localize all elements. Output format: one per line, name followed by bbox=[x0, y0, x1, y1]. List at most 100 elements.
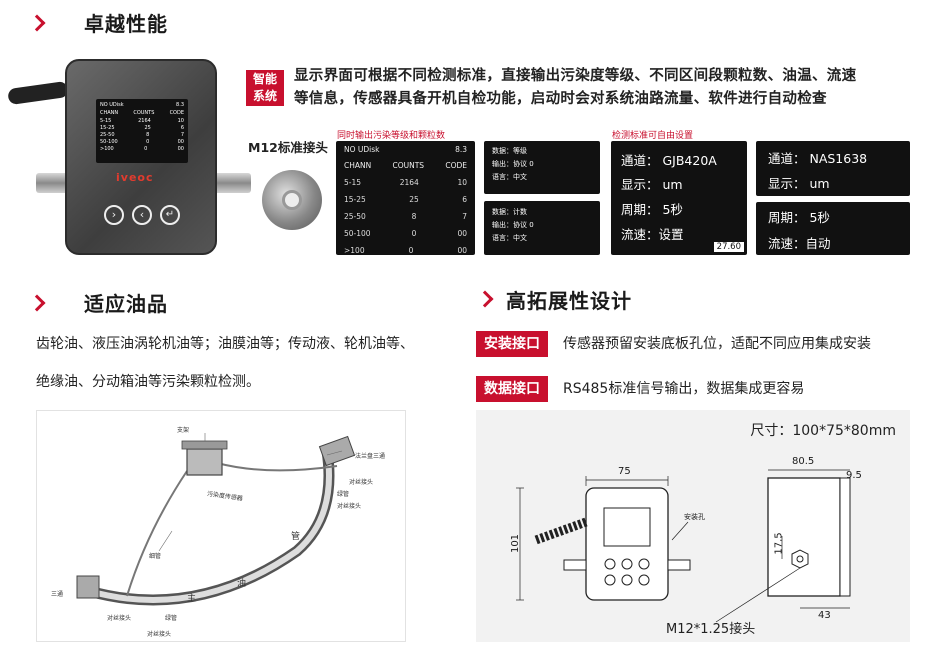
oils-text-line2: 绝缘油、分动箱油等污染颗粒检测。 bbox=[36, 374, 260, 390]
dim-17-5: 17.5 bbox=[773, 532, 785, 555]
front-btn bbox=[638, 574, 650, 586]
device-cell: 2164 bbox=[138, 118, 151, 124]
table-cell: >100 bbox=[344, 246, 365, 255]
dimension-drawing: 尺寸：100*75*80mm bbox=[476, 410, 910, 642]
table-cell: 0 bbox=[411, 229, 417, 238]
panel-label-custom: 检测标准可自由设置 bbox=[612, 131, 694, 141]
label-oil: 油 bbox=[237, 579, 247, 589]
menu2-line2: 输出：协议 0 bbox=[492, 221, 534, 229]
device-screen-header: CHANN bbox=[100, 110, 119, 116]
device-cell: >100 bbox=[100, 146, 114, 152]
front-cable bbox=[534, 517, 588, 545]
menu2-line3: 语言：中文 bbox=[492, 234, 527, 242]
smart-badge-line1: 智能 bbox=[252, 72, 277, 86]
connector-label: M12*1.25接头 bbox=[666, 622, 756, 637]
m12-label: M12标准接头 bbox=[248, 140, 328, 155]
section-title-performance: 卓越性能 bbox=[84, 12, 168, 36]
nas-screen-top: 通道： NAS1638 显示： um bbox=[756, 141, 910, 196]
menu1-line3: 语言：中文 bbox=[492, 173, 527, 181]
mount-hole-label: 安装孔 bbox=[684, 513, 705, 521]
table-cell: 10 bbox=[457, 178, 467, 187]
data-badge: 数据接口 bbox=[476, 376, 548, 402]
cable bbox=[7, 80, 69, 106]
smart-text-line2: 等信息，传感器具备开机自检功能，启动时会对系统油路流量、软件进行自动检查 bbox=[294, 91, 827, 107]
dim-9-5: 9.5 bbox=[846, 470, 862, 481]
side-view-cap bbox=[839, 477, 851, 597]
menu-screen-count: 数据：计数 输出：协议 0 语言：中文 bbox=[484, 201, 600, 255]
table-cell: 25 bbox=[409, 195, 419, 204]
device-cell: 0 bbox=[144, 146, 148, 152]
table-cell: 8 bbox=[411, 212, 417, 221]
device-cell: 50-100 bbox=[100, 139, 118, 145]
device-cell: 00 bbox=[177, 139, 184, 145]
front-btn bbox=[621, 558, 633, 570]
device-cell: 25 bbox=[144, 125, 151, 131]
main-pipe-inner bbox=[86, 448, 332, 603]
label-joint1: 对丝接头 bbox=[349, 479, 374, 486]
table-screen-title: NO UDisk bbox=[344, 145, 380, 154]
device-cell: 5-15 bbox=[100, 118, 112, 124]
table-cell: 00 bbox=[457, 246, 467, 255]
right-fitting bbox=[213, 173, 251, 193]
table-cell: 25-50 bbox=[344, 212, 366, 221]
section-title-extend: 高拓展性设计 bbox=[506, 289, 632, 313]
device-cell: 00 bbox=[177, 146, 184, 152]
dimension-size: 尺寸：100*75*80mm bbox=[750, 423, 896, 439]
label-flange: 法兰盘三通 bbox=[355, 453, 386, 460]
nas-channel: 通道： NAS1638 bbox=[768, 151, 868, 166]
device-cell: 8 bbox=[146, 132, 150, 138]
system-diagram: 支架 污染度传感器 法兰盘三通 对丝接头 绿管 对丝接头 细管 三通 对丝接头 … bbox=[36, 410, 406, 642]
nas-display: 显示： um bbox=[768, 176, 830, 191]
label-bracket: 支架 bbox=[177, 427, 190, 434]
gjb-screen: 通道： GJB420A 显示： um 周期： 5秒 流速：设置 27.60 bbox=[611, 141, 747, 255]
nas-period: 周期： 5秒 bbox=[768, 210, 830, 225]
table-cell: 2164 bbox=[399, 178, 419, 187]
side-view-port bbox=[791, 549, 809, 569]
menu2-line1: 数据：计数 bbox=[492, 208, 527, 216]
diagram-tee bbox=[76, 575, 100, 599]
thin-hose-lower bbox=[126, 470, 188, 597]
device-screen-title: NO UDisk bbox=[100, 102, 124, 108]
table-cell: 15-25 bbox=[344, 195, 366, 204]
section-chevron-icon bbox=[478, 292, 492, 306]
dimension-svg bbox=[516, 469, 851, 623]
m12-connector-photo bbox=[262, 170, 322, 230]
device-screen-header: COUNTS bbox=[133, 110, 155, 116]
nas-screen-bottom: 周期： 5秒 流速：自动 bbox=[756, 202, 910, 255]
dim-80-5: 80.5 bbox=[792, 456, 815, 467]
diagram-flange bbox=[318, 435, 356, 467]
gjb-flow: 流速：设置 bbox=[621, 227, 684, 242]
install-badge: 安装接口 bbox=[476, 331, 548, 357]
thin-hose-upper bbox=[216, 462, 338, 472]
menu1-line1: 数据：等级 bbox=[492, 147, 527, 155]
label-joint2: 对丝接头 bbox=[337, 503, 362, 510]
nas-flow: 流速：自动 bbox=[768, 236, 831, 251]
device-button-back: ‹ bbox=[132, 205, 152, 225]
label-tee: 三通 bbox=[51, 591, 64, 598]
device-screen-value: 8.3 bbox=[176, 102, 184, 108]
panel-label-output: 同时输出污染等级和颗粒数 bbox=[337, 131, 446, 141]
device-cell: 0 bbox=[146, 139, 150, 145]
left-fitting bbox=[36, 173, 74, 193]
gjb-display: 显示： um bbox=[621, 177, 683, 192]
smart-system-badge: 智能 系统 bbox=[246, 70, 284, 106]
front-btn bbox=[621, 574, 633, 586]
oils-text-line1: 齿轮油、液压油涡轮机油等；油膜油等；传动液、轮机油等、 bbox=[36, 336, 414, 352]
device-button-enter: ↵ bbox=[160, 205, 180, 225]
dim-43: 43 bbox=[818, 610, 831, 621]
label-main: 主 bbox=[187, 594, 197, 604]
table-screen-value: 8.3 bbox=[455, 145, 467, 154]
table-cell: 5-15 bbox=[344, 178, 362, 187]
smart-text-line1: 显示界面可根据不同检测标准，直接输出污染度等级、不同区间段颗粒数、油温、流速 bbox=[294, 68, 857, 84]
diagram-bracket bbox=[181, 440, 228, 450]
device-cell: 7 bbox=[180, 132, 184, 138]
table-header: CODE bbox=[445, 161, 467, 170]
brand-logo: iveoc bbox=[116, 171, 154, 184]
device-cell: 6 bbox=[180, 125, 184, 131]
table-header: COUNTS bbox=[392, 161, 425, 170]
table-cell: 00 bbox=[457, 229, 467, 238]
label-hose1: 绿管 bbox=[337, 491, 350, 498]
